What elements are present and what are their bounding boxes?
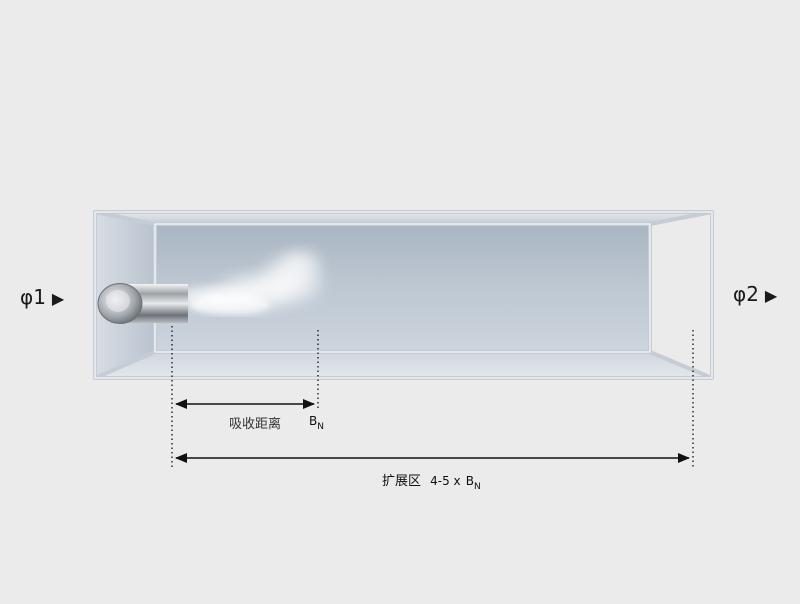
absorption-bn-label: BN: [309, 414, 324, 432]
inlet-arrow-icon: ▶: [51, 289, 65, 308]
chamber-ceiling: [95, 212, 712, 224]
outlet-label: φ2 ▶: [733, 282, 777, 306]
expansion-bn-main: B: [465, 474, 474, 488]
steam-plume: [165, 246, 328, 315]
steam-pipe: [97, 283, 188, 324]
outlet-phi-text: φ2: [733, 282, 759, 306]
absorption-bn-sub: N: [317, 422, 324, 432]
guide-lines: [171, 326, 694, 468]
absorption-distance-label: 吸收距离: [229, 417, 282, 432]
chamber-floor: [95, 352, 712, 378]
expansion-factor-text: 4-5 x: [430, 474, 461, 488]
inlet-phi-text: φ1: [20, 285, 46, 309]
outlet-arrow-icon: ▶: [764, 286, 778, 305]
expansion-bn-sub: N: [473, 482, 481, 492]
inlet-label: φ1 ▶: [20, 285, 64, 309]
absorption-bn-main: B: [309, 414, 318, 428]
expansion-zone-text: 扩展区: [382, 474, 422, 489]
expansion-zone-label: 扩展区 4-5 x BN: [382, 470, 481, 492]
